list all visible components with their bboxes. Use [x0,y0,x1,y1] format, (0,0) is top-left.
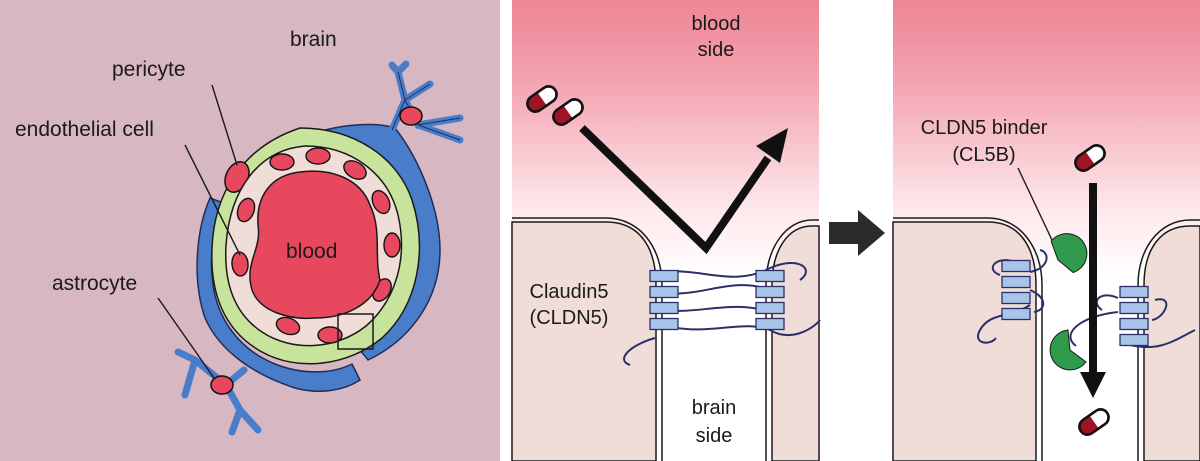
blood-lumen [249,170,381,320]
transition-arrow-icon [829,210,885,256]
endothelial-cell-left [511,221,657,461]
label-brain: brain [290,28,337,51]
label-pericyte: pericyte [112,58,186,81]
label-blood: blood [286,240,337,263]
endothelial-cell-right [1143,225,1200,461]
cldn5-binder-icon [1049,329,1087,371]
label-claudin5: Claudin5(CLDN5) [530,281,609,329]
label-astrocyte: astrocyte [52,272,137,295]
panel-bbb-cross-section: brain pericyte endothelial cell blood as… [0,0,500,461]
endothelial-cell-right [771,225,820,461]
binder-leader-line [1017,167,1053,241]
astrocyte-lower [174,197,361,436]
astrocyte-nucleus [210,375,234,395]
endothelial-cell-left [892,221,1037,461]
label-cldn5-binder: CLDN5 binder(CL5B) [921,117,1048,166]
astrocyte-nucleus [399,106,423,126]
panel-cl5b-transport: CLDN5 binder(CL5B) [892,0,1200,461]
blocked-path-arrow [579,125,772,255]
inset-box [337,313,374,350]
cldn5-binder-icon [1050,233,1088,274]
claudin-strands [977,249,1196,349]
arrowhead [1080,372,1106,398]
label-endothelial-cell: endothelial cell [15,118,154,141]
arrowhead [756,128,788,163]
